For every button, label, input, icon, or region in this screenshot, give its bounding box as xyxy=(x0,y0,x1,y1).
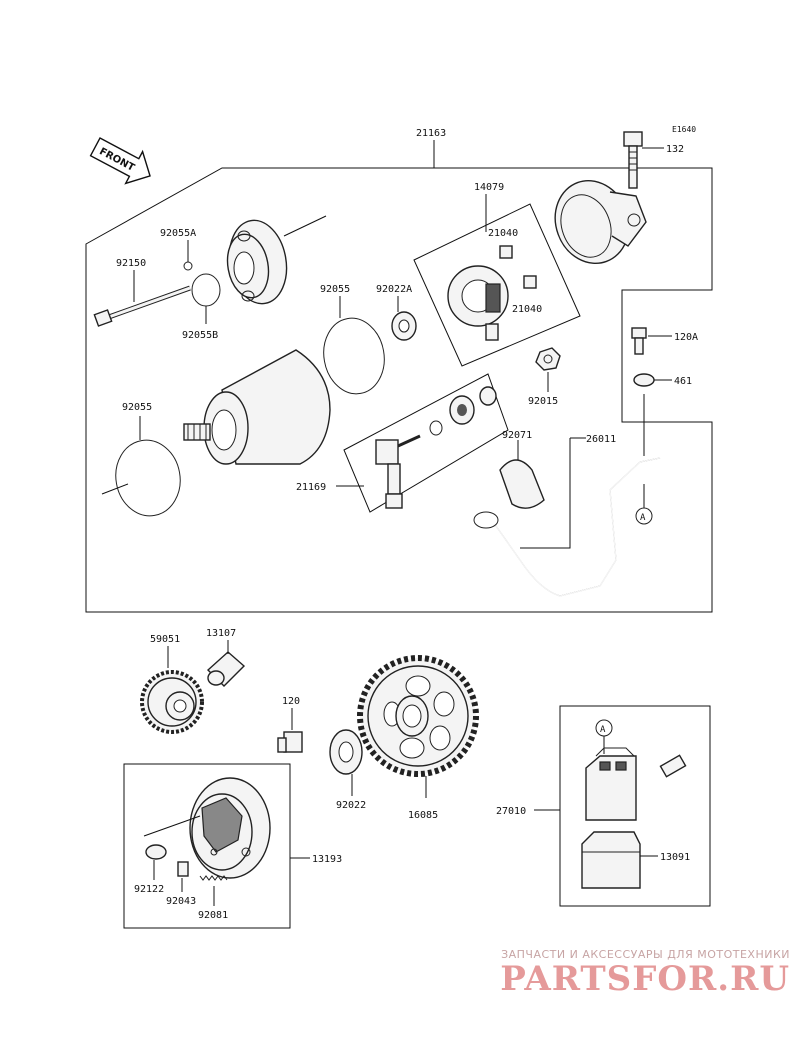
label-132: 132 xyxy=(666,144,684,155)
o-ring-92055a xyxy=(183,261,193,271)
shaft-13107 xyxy=(206,651,246,687)
label-14079: 14079 xyxy=(474,182,504,193)
roller-92122 xyxy=(145,844,167,860)
starter-motor-yoke xyxy=(183,349,331,465)
label-92055a-small: 92055A xyxy=(160,228,196,239)
o-ring-92055b xyxy=(191,273,221,307)
cap-92071 xyxy=(499,459,545,509)
label-26011: 26011 xyxy=(586,434,616,445)
watermark-subtitle: ЗАПЧАСТИ И АКСЕССУАРЫ ДЛЯ МОТОТЕХНИКИ xyxy=(501,948,790,961)
label-92043: 92043 xyxy=(166,896,196,907)
callout-a-upper xyxy=(635,507,653,525)
callout-a-upper-letter: A xyxy=(640,513,646,523)
pin-92043 xyxy=(177,861,189,877)
terminal-set-parts xyxy=(375,386,497,509)
starter-relay xyxy=(585,747,637,821)
washer-92022 xyxy=(329,729,363,775)
front-arrow-icon: FRONT xyxy=(89,137,151,185)
washer-461 xyxy=(633,373,655,387)
label-21169: 21169 xyxy=(296,482,326,493)
label-92055b: 92055B xyxy=(182,330,218,341)
front-end-cover xyxy=(226,219,288,305)
brush-holder-plate xyxy=(447,265,509,341)
label-120a: 120A xyxy=(674,332,698,343)
relay-box xyxy=(559,705,711,907)
label-92022: 92022 xyxy=(336,800,366,811)
watermark: ЗАПЧАСТИ И АКСЕССУАРЫ ДЛЯ МОТОТЕХНИКИ PA… xyxy=(470,948,790,997)
label-92071: 92071 xyxy=(502,430,532,441)
label-92055-upper: 92055 xyxy=(320,284,350,295)
label-21040-upper: 21040 xyxy=(488,228,518,239)
starter-clutch-body xyxy=(189,777,271,879)
o-ring-92055-upper xyxy=(323,317,385,395)
label-120: 120 xyxy=(282,696,300,707)
gear-59051 xyxy=(140,670,204,734)
label-92055-lower: 92055 xyxy=(122,402,152,413)
label-92022a: 92022A xyxy=(376,284,412,295)
terminal-set-box xyxy=(343,373,509,513)
cable-26011 xyxy=(473,457,661,597)
watermark-brand: PARTSFOR.RU xyxy=(500,959,790,999)
label-59051: 59051 xyxy=(150,634,180,645)
brush-21040-upper xyxy=(499,245,513,259)
long-bolt-92150 xyxy=(93,285,191,327)
starter-clutch-box xyxy=(123,763,291,929)
label-92122: 92122 xyxy=(134,884,164,895)
label-92150: 92150 xyxy=(116,258,146,269)
fuse xyxy=(659,754,687,778)
rear-end-cover xyxy=(554,179,647,265)
label-21040-lower: 21040 xyxy=(512,304,542,315)
bolt-132 xyxy=(623,131,643,189)
washer-92022a xyxy=(391,311,417,341)
relay-cover-13091 xyxy=(581,831,641,889)
label-92015: 92015 xyxy=(528,396,558,407)
gear-16085 xyxy=(357,655,479,777)
nut-92015 xyxy=(535,347,561,371)
brush-holder-box xyxy=(413,203,581,367)
bolt-120a xyxy=(631,327,647,355)
callout-a-lower-letter: A xyxy=(600,725,606,735)
label-27010: 27010 xyxy=(496,806,526,817)
o-ring-92055-lower xyxy=(115,439,181,517)
brush-21040-lower xyxy=(523,275,537,289)
label-13193: 13193 xyxy=(312,854,342,865)
bolt-120 xyxy=(277,731,303,753)
label-92081: 92081 xyxy=(198,910,228,921)
spring-92081 xyxy=(199,875,228,881)
label-21163: 21163 xyxy=(416,128,446,139)
starter-assembly-outline xyxy=(85,167,713,613)
label-16085: 16085 xyxy=(408,810,438,821)
diagram-code: E1640 xyxy=(672,125,696,134)
label-13091: 13091 xyxy=(660,852,690,863)
label-13107: 13107 xyxy=(206,628,236,639)
label-461: 461 xyxy=(674,376,692,387)
